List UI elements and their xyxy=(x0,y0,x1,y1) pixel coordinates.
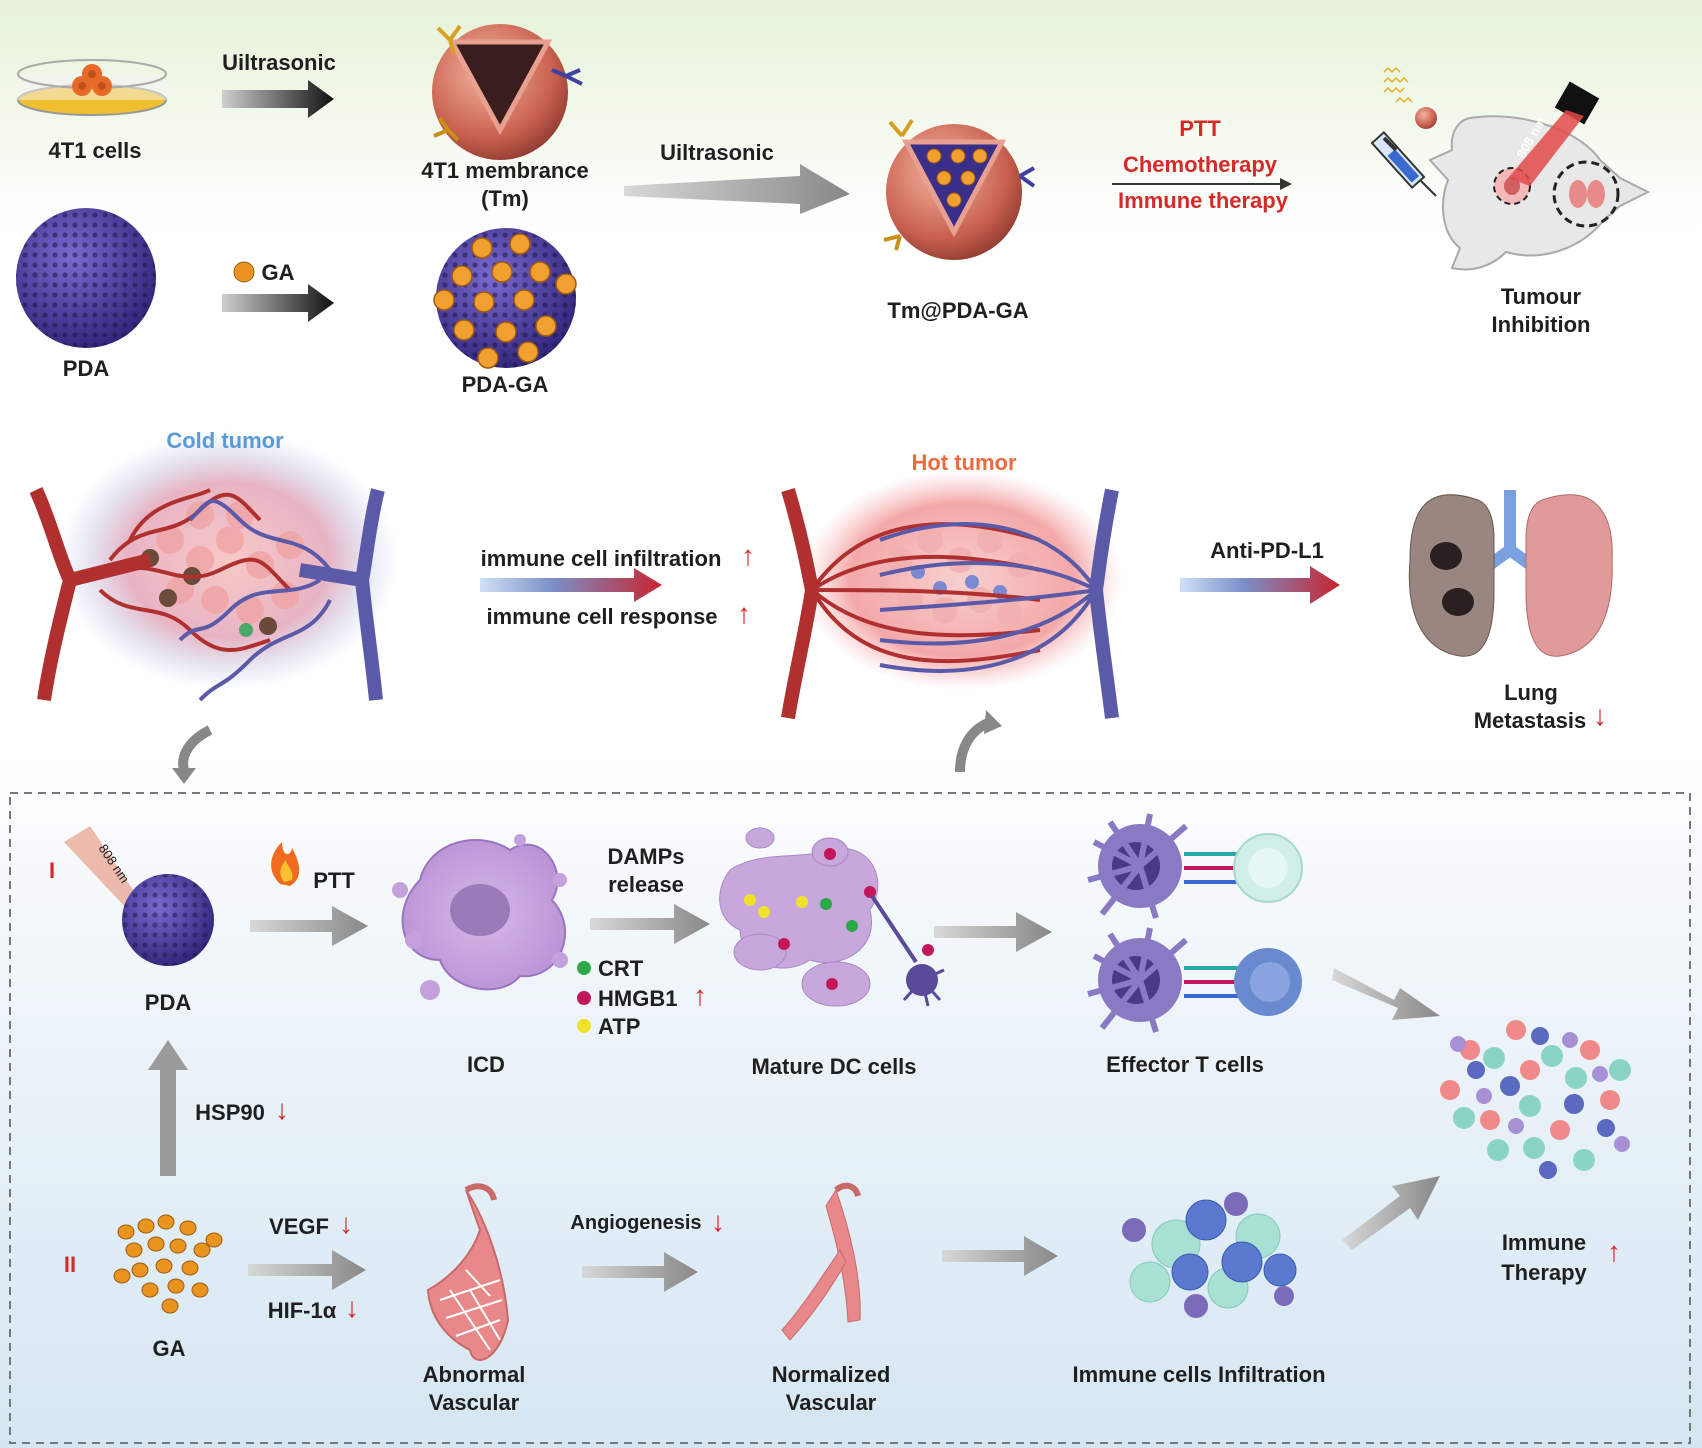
icd-label: ICD xyxy=(467,1052,505,1077)
arrow-infiltration-to-therapy xyxy=(1342,1176,1440,1250)
arrow-dc-to-t xyxy=(934,912,1052,952)
wave-icon xyxy=(1383,66,1413,104)
effector-t-cells-icon xyxy=(1087,813,1303,1033)
tm-pda-ga-sphere-icon xyxy=(883,118,1036,260)
ptt-label: PTT xyxy=(313,868,355,893)
metastasis-down-arrow-icon: ↓ xyxy=(1593,700,1607,731)
membrane-abbrev-label: (Tm) xyxy=(481,186,529,211)
response-label: immune cell response xyxy=(486,604,718,629)
abnormal-vascular-icon xyxy=(426,1183,510,1361)
syringe-icon xyxy=(1370,107,1437,197)
membrane-sphere-icon xyxy=(432,24,583,160)
immune-therapy-label: Immune xyxy=(1501,1230,1587,1255)
therapy-chemo-label: Chemotherapy xyxy=(1122,152,1278,177)
cold-tumor-label: Cold tumor xyxy=(166,428,284,453)
ga-beads-icon xyxy=(113,1214,223,1314)
damps-label: DAMPs xyxy=(607,844,685,869)
arrow-vegf xyxy=(248,1250,366,1290)
infiltration-up-arrow-icon: ↑ xyxy=(741,540,755,571)
inhibition-label: Inhibition xyxy=(1491,312,1591,337)
mechanism-box xyxy=(9,792,1691,1444)
abnormal-label: Abnormal xyxy=(422,1362,526,1387)
immune-infiltration-label: Immune cells Infiltration xyxy=(1072,1362,1326,1387)
mouse-icon xyxy=(1428,115,1651,271)
membrane-label: 4T1 membrance xyxy=(421,158,589,183)
tm-pda-ga-label: Tm@PDA-GA xyxy=(887,298,1029,323)
hsp90-label: HSP90 xyxy=(195,1100,265,1125)
pda-sphere-icon xyxy=(16,208,156,348)
therapy-ptt-label: PTT xyxy=(1179,116,1221,141)
arrow-infiltration xyxy=(480,568,662,602)
lung-label: Lung xyxy=(1504,680,1558,705)
arrow-ultrasonic-2 xyxy=(624,164,850,214)
abnormal-vascular-label: Vascular xyxy=(428,1390,520,1415)
immune-therapy-cluster-icon xyxy=(1440,1020,1631,1179)
legend-hmgb1-dot xyxy=(577,991,591,1005)
normalized-vascular-label: Vascular xyxy=(785,1390,877,1415)
hot-tumor-label: Hot tumor xyxy=(911,450,1017,475)
arrow-anti-pd-l1 xyxy=(1180,566,1340,604)
arrow-ga xyxy=(222,284,334,322)
bottom-pda-label: PDA xyxy=(144,990,192,1015)
immune-cells-infiltration-icon xyxy=(1122,1192,1297,1318)
cold-tumor-icon xyxy=(29,430,398,702)
cells-label: 4T1 cells xyxy=(48,138,142,163)
hif-label: HIF-1α xyxy=(267,1298,337,1323)
ultrasonic-label-1: Uiltrasonic xyxy=(222,50,336,75)
mature-dc-icon xyxy=(719,827,945,1007)
ga-label: GA xyxy=(261,260,295,285)
normalized-vascular-icon xyxy=(781,1182,861,1341)
legend-atp-label: ATP xyxy=(598,1014,641,1039)
angiogenesis-label: Angiogenesis xyxy=(570,1212,702,1234)
metastasis-label: Metastasis xyxy=(1473,708,1587,733)
normalized-label: Normalized xyxy=(771,1362,891,1387)
angiogenesis-down-arrow-icon: ↓ xyxy=(711,1206,725,1237)
pda-laser-sphere-icon xyxy=(122,874,214,966)
pda-ga-label: PDA-GA xyxy=(461,372,549,397)
vegf-label: VEGF xyxy=(269,1214,329,1239)
icd-cell-icon xyxy=(392,834,568,1000)
therapy-label: Therapy xyxy=(1501,1260,1587,1285)
ultrasonic-label-2: Uiltrasonic xyxy=(660,140,774,165)
release-label: release xyxy=(608,872,684,897)
pda-ga-sphere-icon xyxy=(433,228,577,369)
arrow-damps xyxy=(590,904,710,944)
legend-crt-label: CRT xyxy=(598,956,644,981)
infiltration-label: immune cell infiltration xyxy=(480,546,722,571)
row-two-numeral: II xyxy=(63,1252,77,1277)
arrow-normalized-to-infiltration xyxy=(942,1236,1058,1276)
hmgb1-up-arrow-icon: ↑ xyxy=(693,980,707,1011)
tumour-label: Tumour xyxy=(1500,284,1582,309)
arrow-t-to-therapy xyxy=(1332,968,1440,1020)
bottom-ga-label: GA xyxy=(152,1336,186,1361)
arrow-ptt xyxy=(250,906,368,946)
anti-pd-l1-label: Anti-PD-L1 xyxy=(1210,538,1324,563)
legend-hmgb1-label: HMGB1 xyxy=(598,986,678,1011)
ga-bead-icon xyxy=(233,261,255,283)
response-up-arrow-icon: ↑ xyxy=(737,598,751,629)
arrow-ultrasonic-1 xyxy=(222,80,334,118)
hsp90-down-arrow-icon: ↓ xyxy=(275,1094,289,1125)
legend-crt-dot xyxy=(577,961,591,975)
legend-atp-dot xyxy=(577,1019,591,1033)
pda-label: PDA xyxy=(62,356,110,381)
hif-down-arrow-icon: ↓ xyxy=(345,1292,359,1323)
vegf-down-arrow-icon: ↓ xyxy=(339,1208,353,1239)
arrow-hsp90 xyxy=(148,1040,188,1176)
lungs-icon xyxy=(1408,490,1613,657)
petri-dish-icon xyxy=(17,59,167,116)
effector-t-label: Effector T cells xyxy=(1106,1052,1264,1077)
therapy-immune-label: Immune therapy xyxy=(1118,188,1288,213)
mature-dc-label: Mature DC cells xyxy=(751,1054,917,1079)
row-one-numeral: I xyxy=(48,858,56,883)
immune-therapy-up-arrow-icon: ↑ xyxy=(1607,1236,1621,1267)
arrow-angiogenesis xyxy=(582,1252,698,1292)
hot-tumor-icon xyxy=(781,470,1122,720)
